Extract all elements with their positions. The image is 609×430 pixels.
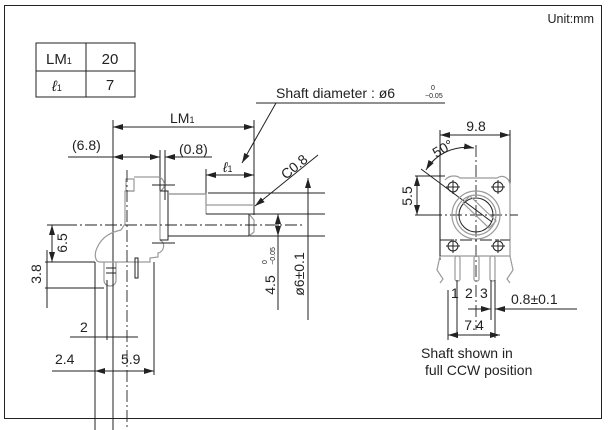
table-row-symbol: LM1 — [46, 51, 72, 68]
dimension-3-8-label: 3.8 — [28, 264, 44, 284]
caption-line-2: full CCW position — [425, 362, 532, 378]
body-outline — [94, 176, 165, 263]
side-view: LM1 (6.8) (0.8) Shaft diameter : ø6 0 −0… — [28, 85, 445, 430]
chamfer-label: C0.8 — [278, 151, 311, 182]
table-row-symbol: ℓ1 — [51, 78, 62, 95]
caption-line-1: Shaft shown in — [421, 345, 513, 361]
pin-3 — [489, 255, 496, 282]
table-row-value: 7 — [106, 77, 114, 94]
pin-label-1: 1 — [451, 285, 459, 301]
dimension-2-label: 2 — [80, 319, 88, 335]
dimension-6-8-label: (6.8) — [72, 137, 101, 153]
shaft-face — [458, 197, 494, 233]
dimension-4-5-tol-lower: −0.05 — [270, 247, 277, 265]
terminal — [103, 262, 117, 287]
dimension-9-8-label: 9.8 — [466, 118, 486, 134]
dimension-phi6-label: ø6±0.1 — [291, 252, 307, 296]
dimension-0-8-label: 0.8±0.1 — [511, 291, 558, 307]
parameter-table: LM1 20 ℓ1 7 — [35, 42, 136, 98]
shaft-diameter-leader — [241, 102, 277, 164]
angle-label: 50° — [430, 136, 456, 160]
pin-2 — [473, 255, 480, 282]
front-view: 9.8 50° 5.5 — [399, 118, 577, 378]
pin-1 — [454, 255, 461, 282]
shaft-outer-ring — [451, 190, 501, 240]
dimension-7-4-label: 7.4 — [464, 317, 484, 333]
dimension-2-4-label: 2.4 — [55, 351, 75, 367]
chamfer-leader — [254, 154, 319, 207]
unit-label: Unit:mm — [547, 12, 594, 26]
front-body-outline — [439, 175, 511, 257]
dimension-5-9-label: 5.9 — [121, 351, 141, 367]
shaft-diameter-label: Shaft diameter : ø6 — [276, 85, 395, 101]
pin — [134, 257, 139, 279]
pin-label-2: 2 — [465, 285, 473, 301]
table-row-value: 20 — [102, 51, 119, 68]
dimension-5-5-label: 5.5 — [399, 186, 415, 206]
dimension-4-5-tol-upper: 0 — [262, 260, 269, 264]
dimension-0-8-label: (0.8) — [179, 141, 208, 157]
dimension-lm1-label: LM1 — [170, 110, 194, 126]
pin-label-3: 3 — [480, 285, 488, 301]
dimension-l1-label: ℓ1 — [222, 159, 233, 175]
dimension-6-5-label: 6.5 — [54, 233, 70, 253]
dimension-4-5-label: 4.5 — [262, 275, 278, 295]
shaft-diameter-tol-lower: −0.05 — [425, 93, 443, 100]
shaft-slot — [462, 195, 497, 229]
drawing-frame — [4, 5, 602, 419]
shaft-diameter-tol-upper: 0 — [431, 85, 435, 92]
angle-arc — [425, 143, 475, 171]
